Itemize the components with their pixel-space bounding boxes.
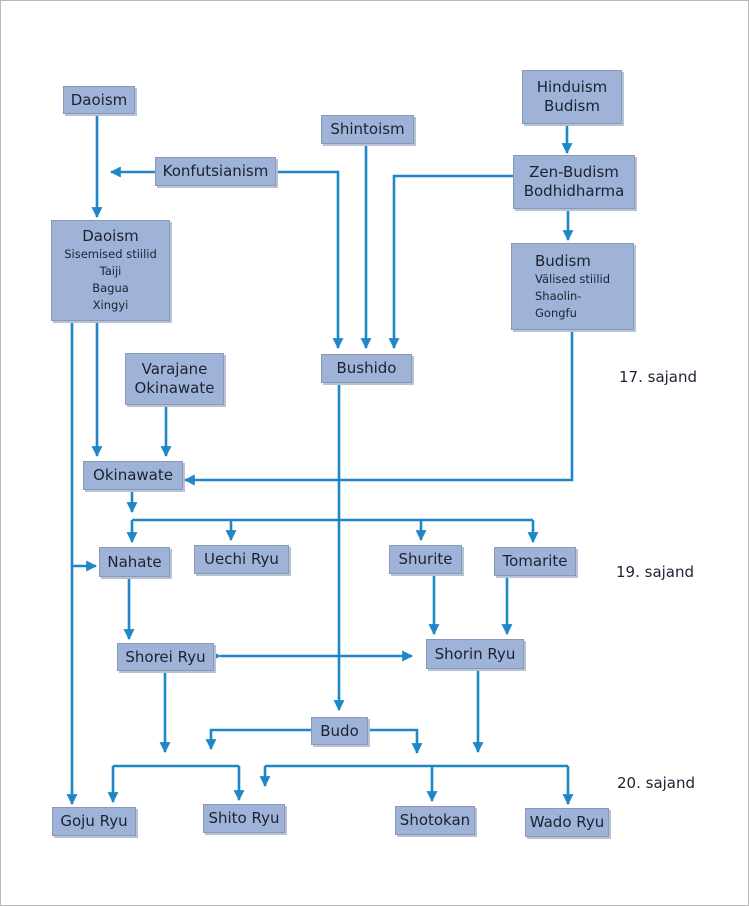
node-title: Budism bbox=[535, 252, 591, 270]
node-bushido: Bushido bbox=[321, 354, 412, 383]
node-label: Shurite bbox=[398, 550, 453, 568]
node-shito-ryu: Shito Ryu bbox=[203, 804, 285, 833]
node-label: Bushido bbox=[336, 359, 397, 377]
node-label-line1: Varajane bbox=[141, 360, 208, 378]
node-zen-budism: Zen-Budism Bodhidharma bbox=[513, 155, 635, 209]
node-label: Budo bbox=[320, 721, 359, 740]
node-item: Xingyi bbox=[92, 298, 129, 312]
node-item: Bagua bbox=[92, 281, 129, 295]
node-nahate: Nahate bbox=[99, 547, 170, 577]
node-label: Shorin Ryu bbox=[434, 644, 516, 663]
node-shorin-ryu: Shorin Ryu bbox=[426, 639, 524, 669]
node-varajane-okinawate: Varajane Okinawate bbox=[125, 353, 224, 405]
node-shorei-ryu: Shorei Ryu bbox=[117, 643, 214, 671]
node-label: Daoism bbox=[70, 90, 128, 109]
node-shotokan: Shotokan bbox=[395, 806, 475, 835]
node-budo: Budo bbox=[311, 717, 368, 745]
node-label-line2: Bodhidharma bbox=[523, 182, 625, 200]
node-daoism-styles: Daoism Sisemised stiilid Taiji Bagua Xin… bbox=[51, 220, 170, 321]
century-label-17: 17. sajand bbox=[619, 368, 698, 386]
node-label: Wado Ryu bbox=[529, 813, 605, 831]
node-item: Sisemised stiilid bbox=[64, 247, 157, 261]
node-label-line2: Okinawate bbox=[134, 379, 215, 397]
node-label: Konfutsianism bbox=[162, 162, 269, 180]
node-label: Okinawate bbox=[93, 466, 173, 484]
node-label: Tomarite bbox=[502, 552, 568, 570]
node-label-line2: Budism bbox=[544, 97, 600, 115]
node-goju-ryu: Goju Ryu bbox=[52, 807, 136, 836]
node-label-line1: Hinduism bbox=[536, 78, 608, 96]
century-label-19: 19. sajand bbox=[616, 563, 695, 581]
node-okinawate: Okinawate bbox=[83, 461, 183, 490]
node-item: Gongfu bbox=[535, 306, 577, 320]
node-title: Daoism bbox=[82, 227, 139, 245]
edge-konfutsianism-to-bushido bbox=[276, 170, 344, 350]
node-konfutsianism: Konfutsianism bbox=[155, 157, 276, 186]
node-label: Shotokan bbox=[399, 811, 471, 829]
node-label: Nahate bbox=[107, 552, 162, 571]
node-label: Shintoism bbox=[330, 120, 405, 138]
node-shurite: Shurite bbox=[389, 545, 462, 574]
node-label: Goju Ryu bbox=[60, 812, 128, 830]
node-budism-styles: Budism Välised stiilid Shaolin- Gongfu bbox=[511, 243, 634, 330]
edge-zen-to-bushido bbox=[388, 174, 513, 350]
node-label: Shito Ryu bbox=[208, 809, 280, 827]
node-daoism-origin: Daoism bbox=[63, 86, 135, 114]
node-uechi-ryu: Uechi Ryu bbox=[194, 545, 289, 574]
node-shintoism: Shintoism bbox=[321, 115, 414, 144]
node-item: Välised stiilid bbox=[535, 272, 611, 286]
node-wado-ryu: Wado Ryu bbox=[525, 808, 609, 837]
century-label-20: 20. sajand bbox=[617, 774, 696, 792]
node-hinduism-budism: Hinduism Budism bbox=[522, 70, 622, 124]
node-item: Shaolin- bbox=[535, 289, 582, 303]
edge-budism-to-okinawate bbox=[183, 331, 574, 486]
edge-budo-left bbox=[205, 728, 311, 751]
node-tomarite: Tomarite bbox=[494, 547, 576, 576]
edge-budo-right bbox=[368, 728, 423, 755]
node-label: Shorei Ryu bbox=[125, 647, 206, 666]
node-label: Uechi Ryu bbox=[204, 550, 279, 568]
node-label-line1: Zen-Budism bbox=[529, 163, 619, 181]
node-item: Taiji bbox=[99, 264, 122, 278]
